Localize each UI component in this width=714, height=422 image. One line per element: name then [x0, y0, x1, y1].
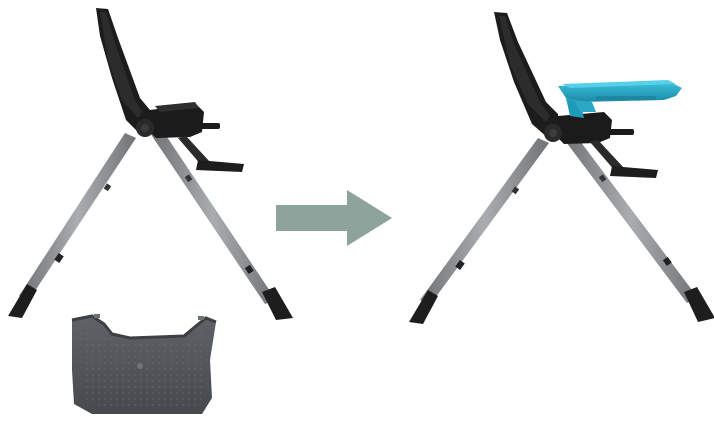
- left-chair-rear-leg: [8, 133, 136, 318]
- left-high-chair: [8, 8, 293, 320]
- detached-tray: [72, 314, 216, 414]
- right-chair-tray-mount: [606, 129, 634, 135]
- right-chair-front-leg: [563, 133, 714, 322]
- right-chair-tray: [558, 80, 682, 118]
- arrow-right-icon: [276, 190, 392, 246]
- left-chair-footrest: [178, 136, 244, 172]
- left-chair-front-leg: [150, 128, 293, 320]
- right-high-chair: [409, 12, 714, 324]
- left-chair-tray-mount: [198, 123, 220, 129]
- right-chair-rear-leg: [409, 138, 549, 324]
